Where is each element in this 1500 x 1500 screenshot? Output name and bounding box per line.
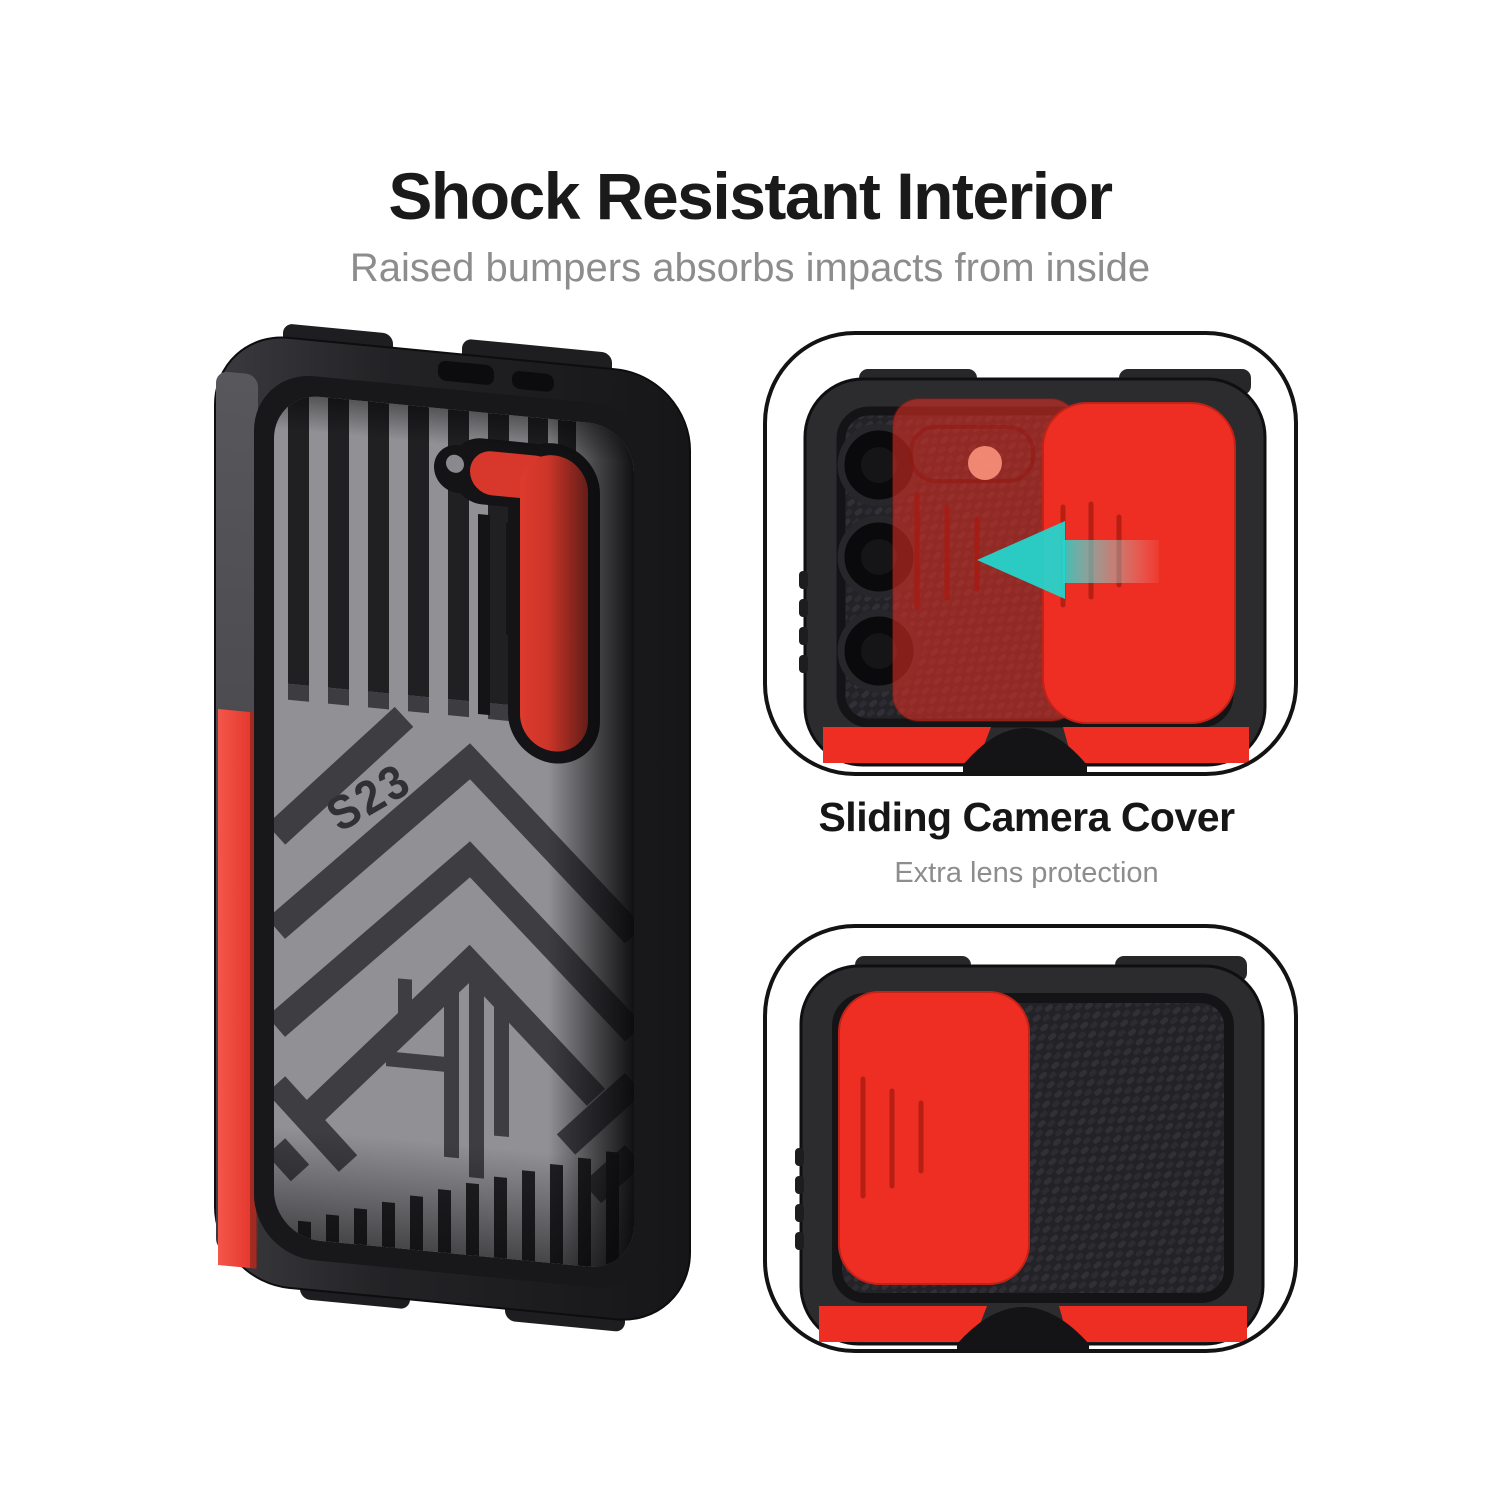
side-grip-ridges xyxy=(799,571,808,673)
page-subtitle: Raised bumpers absorbs impacts from insi… xyxy=(349,246,1151,290)
slide-cover-closed xyxy=(838,991,1030,1285)
bottom-red-strip xyxy=(819,1306,1247,1349)
callout-camera-open-view xyxy=(763,331,1298,776)
bottom-red-strip xyxy=(823,727,1249,772)
side-red-strip xyxy=(218,708,257,1269)
flash-hole xyxy=(968,446,1002,480)
slide-arrow-icon xyxy=(977,521,1159,599)
camera-open-illustration xyxy=(799,369,1267,772)
phone-case-interior-illustration: S23 xyxy=(214,324,691,1332)
header: Shock Resistant Interior Raised bumpers … xyxy=(0,158,1500,291)
camera-closed-illustration xyxy=(795,956,1265,1349)
top-shadow xyxy=(274,392,634,464)
bottom-shadow xyxy=(274,1126,634,1272)
callout-subtitle: Extra lens protection xyxy=(894,857,1159,889)
callout-camera-closed-view xyxy=(763,924,1298,1353)
rim-slots xyxy=(438,360,554,392)
right-wall-shadow xyxy=(548,418,634,1272)
side-grip-ridges xyxy=(795,1148,804,1250)
callout-title: Sliding Camera Cover xyxy=(818,794,1235,840)
notch-arch xyxy=(957,1307,1089,1349)
callout-caption: Sliding Camera Cover Extra lens protecti… xyxy=(763,794,1290,890)
notch-arch xyxy=(963,728,1087,772)
page-title: Shock Resistant Interior xyxy=(388,159,1113,233)
